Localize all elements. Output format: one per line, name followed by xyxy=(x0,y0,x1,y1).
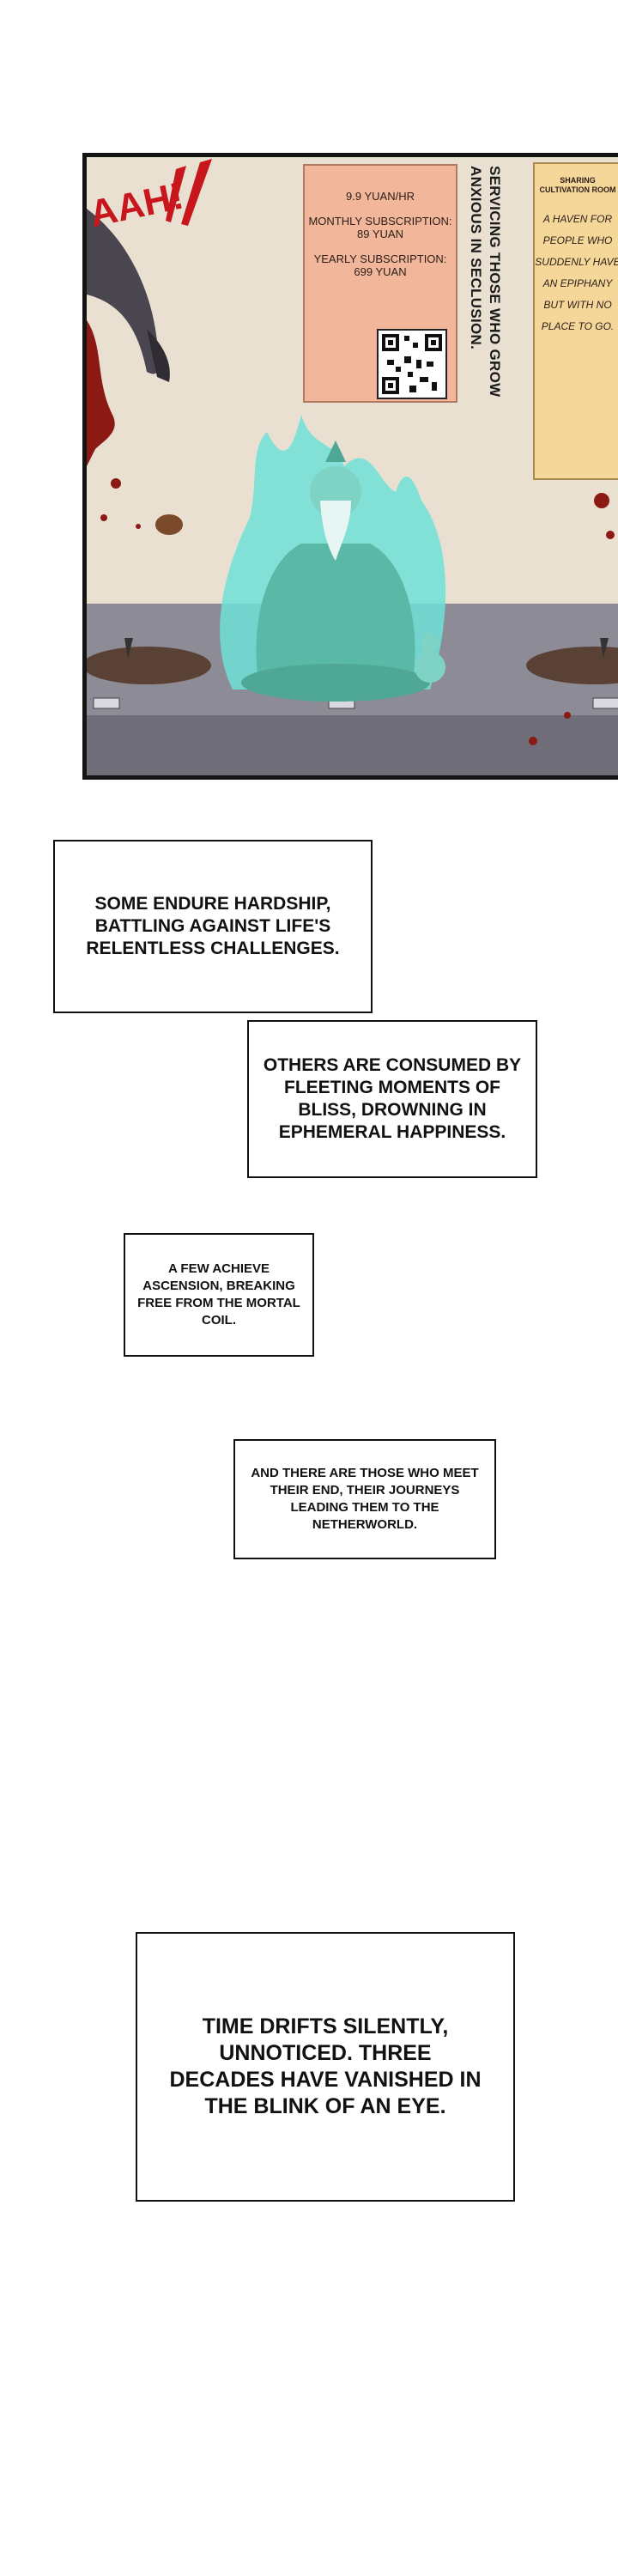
price-monthly: MONTHLY SUBSCRIPTION: 89 YUAN xyxy=(308,215,452,240)
narration-text: TIME DRIFTS SILENTLY, UNNOTICED. THREE D… xyxy=(169,2014,482,2118)
narration-text: SOME ENDURE HARDSHIP, BATTLING AGAINST L… xyxy=(86,894,340,958)
narration-text: A FEW ACHIEVE ASCENSION, BREAKING FREE F… xyxy=(137,1261,300,1327)
pricing-sign: 9.9 YUAN/HR MONTHLY SUBSCRIPTION: 89 YUA… xyxy=(303,164,457,403)
narration-box-ascension: A FEW ACHIEVE ASCENSION, BREAKING FREE F… xyxy=(124,1233,314,1357)
narration-box-three-decades: TIME DRIFTS SILENTLY, UNNOTICED. THREE D… xyxy=(136,1932,515,2202)
comic-panel-cultivation-room: AAH! 9.9 YUAN/HR MONTHLY SUBSCRIPTION: 8… xyxy=(82,153,618,780)
narration-text: OTHERS ARE CONSUMED BY FLEETING MOMENTS … xyxy=(263,1055,522,1142)
cultivation-room-sign: SHARING CULTIVATION ROOM A HAVEN FOR PEO… xyxy=(533,162,618,480)
narration-box-hardship: SOME ENDURE HARDSHIP, BATTLING AGAINST L… xyxy=(53,840,373,1013)
price-yearly: YEARLY SUBSCRIPTION: 699 YUAN xyxy=(313,252,447,278)
narration-box-bliss: OTHERS ARE CONSUMED BY FLEETING MOMENTS … xyxy=(247,1020,537,1178)
price-hourly: 9.9 YUAN/HR xyxy=(346,190,415,203)
scream-sfx: AAH! xyxy=(87,159,212,235)
sign-title: SHARING CULTIVATION ROOM xyxy=(539,176,616,194)
sign-body: A HAVEN FOR PEOPLE WHO SUDDENLY HAVE AN … xyxy=(535,213,618,332)
narration-box-netherworld: AND THERE ARE THOSE WHO MEET THEIR END, … xyxy=(233,1439,496,1559)
narration-text: AND THERE ARE THOSE WHO MEET THEIR END, … xyxy=(251,1466,479,1532)
qr-code-icon xyxy=(377,329,447,399)
service-vertical-text: SERVICING THOSE WHO GROW ANXIOUS IN SECL… xyxy=(468,166,503,398)
